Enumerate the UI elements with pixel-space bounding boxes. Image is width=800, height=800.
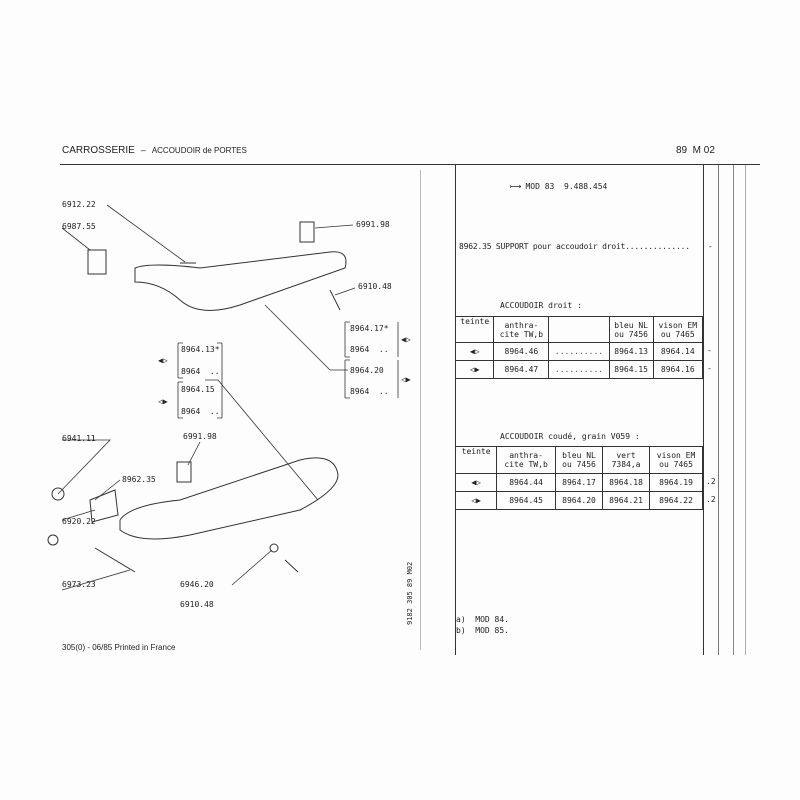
nut [51, 487, 65, 501]
clip [299, 221, 315, 243]
cell: 8964.14 [652, 342, 704, 361]
left-side-icon: ◀▷ [158, 356, 168, 365]
column-line [718, 165, 719, 655]
table2-title: ACCOUDOIR coudé, grain V059 : [500, 432, 640, 441]
note-b: b) MOD 85. [456, 626, 509, 635]
clip [176, 461, 192, 483]
support-qty: - [708, 242, 713, 251]
lower-armrest [119, 457, 339, 540]
dash: – [140, 145, 146, 155]
bracket-label: 8964.13* [181, 345, 220, 354]
cell: 8964.21 [602, 491, 651, 510]
bracket-label: 8964.17* [350, 324, 389, 333]
range-arrows: ⟼ [510, 182, 522, 191]
qty: .2 [706, 477, 716, 486]
bracket-label: 8964 .. [181, 367, 220, 376]
cell: 8964.15 [608, 360, 654, 379]
cell: 8964.16 [652, 360, 704, 379]
right-side-icon: ◁▶ [401, 375, 411, 384]
part-label: 6941.11 [62, 434, 96, 443]
exploded-diagram [47, 204, 399, 591]
left-side-icon: ◀▷ [454, 342, 495, 361]
part-label: 6991.98 [183, 432, 217, 441]
washer [47, 534, 59, 546]
col-header: teinte [454, 316, 495, 343]
qty: - [707, 346, 712, 355]
part-label: 6912.22 [62, 200, 96, 209]
clip [87, 249, 107, 275]
panel-border [455, 165, 456, 655]
part-label: 6991.98 [356, 220, 390, 229]
header-row: CARROSSERIE – ACCOUDOIR de PORTES [62, 145, 247, 156]
left-side-icon: ◀▷ [401, 335, 411, 344]
col-header: bleu NL ou 7456 [554, 446, 604, 474]
qty-column-line [703, 165, 704, 655]
header-rule [60, 164, 760, 165]
section-title: CARROSSERIE [62, 145, 135, 156]
bracket-label: 8964 .. [350, 345, 389, 354]
page-code: 89 M 02 [676, 145, 715, 156]
note-a: a) MOD 84. [456, 615, 509, 624]
footer: 305(0) - 06/85 Printed in France [62, 643, 176, 652]
cell: 8964.19 [649, 473, 703, 492]
support-line: 8962.35 SUPPORT pour accoudoir droit....… [459, 242, 690, 251]
cell: 8964.46 [493, 342, 550, 361]
column-line [733, 165, 734, 655]
bracket-label: 8964.20 [350, 366, 384, 375]
col-header: vison EM ou 7465 [652, 316, 704, 343]
bracket-label: 8964 .. [350, 387, 389, 396]
part-label: 6920.22 [62, 517, 96, 526]
range-note: MOD 83 9.488.454 [525, 182, 608, 191]
part-label: 6987.55 [62, 222, 96, 231]
screw [284, 559, 299, 573]
col-header [548, 316, 610, 343]
col-header: anthra- cite TW,b [493, 316, 550, 343]
part-label: 6973.23 [62, 580, 96, 589]
part-label: 6910.48 [358, 282, 392, 291]
qty: - [707, 364, 712, 373]
cell: 8964.22 [649, 491, 703, 510]
upper-armrest [134, 251, 347, 311]
cell: .......... [548, 360, 610, 379]
cell: 8964.44 [496, 473, 556, 492]
part-label: 6910.48 [180, 600, 214, 609]
col-header: teinte [454, 446, 498, 474]
range-row: ⟼ MOD 83 9.488.454 [510, 182, 607, 191]
scale-line [420, 170, 421, 650]
right-side-icon: ◁▶ [454, 360, 495, 379]
right-side-icon: ◁▶ [158, 397, 168, 406]
cell: .......... [548, 342, 610, 361]
bracket [89, 489, 119, 523]
section-subtitle: ACCOUDOIR de PORTES [151, 146, 247, 155]
cell: 8964.18 [602, 473, 651, 492]
right-side-icon: ◁▶ [454, 491, 498, 510]
bracket-label: 8964.15 [181, 385, 215, 394]
left-side-icon: ◀▷ [454, 473, 498, 492]
washer [269, 543, 279, 553]
col-header: bleu NL ou 7456 [608, 316, 654, 343]
cell: 8964.17 [554, 473, 604, 492]
column-line [745, 165, 746, 655]
part-label: 8962.35 [122, 475, 156, 484]
qty: .2 [706, 495, 716, 504]
rivet [94, 547, 136, 573]
cell: 8964.45 [496, 491, 556, 510]
cell: 8964.20 [554, 491, 604, 510]
table1-title: ACCOUDOIR droit : [500, 301, 582, 310]
cell: 8964.13 [608, 342, 654, 361]
col-header: vison EM ou 7465 [649, 446, 703, 474]
col-header: anthra- cite TW,b [496, 446, 556, 474]
screw [329, 289, 341, 311]
part-label: 6946.20 [180, 580, 214, 589]
col-header: vert 7384,a [602, 446, 651, 474]
cell: 8964.47 [493, 360, 550, 379]
bracket-label: 8964 .. [181, 407, 220, 416]
